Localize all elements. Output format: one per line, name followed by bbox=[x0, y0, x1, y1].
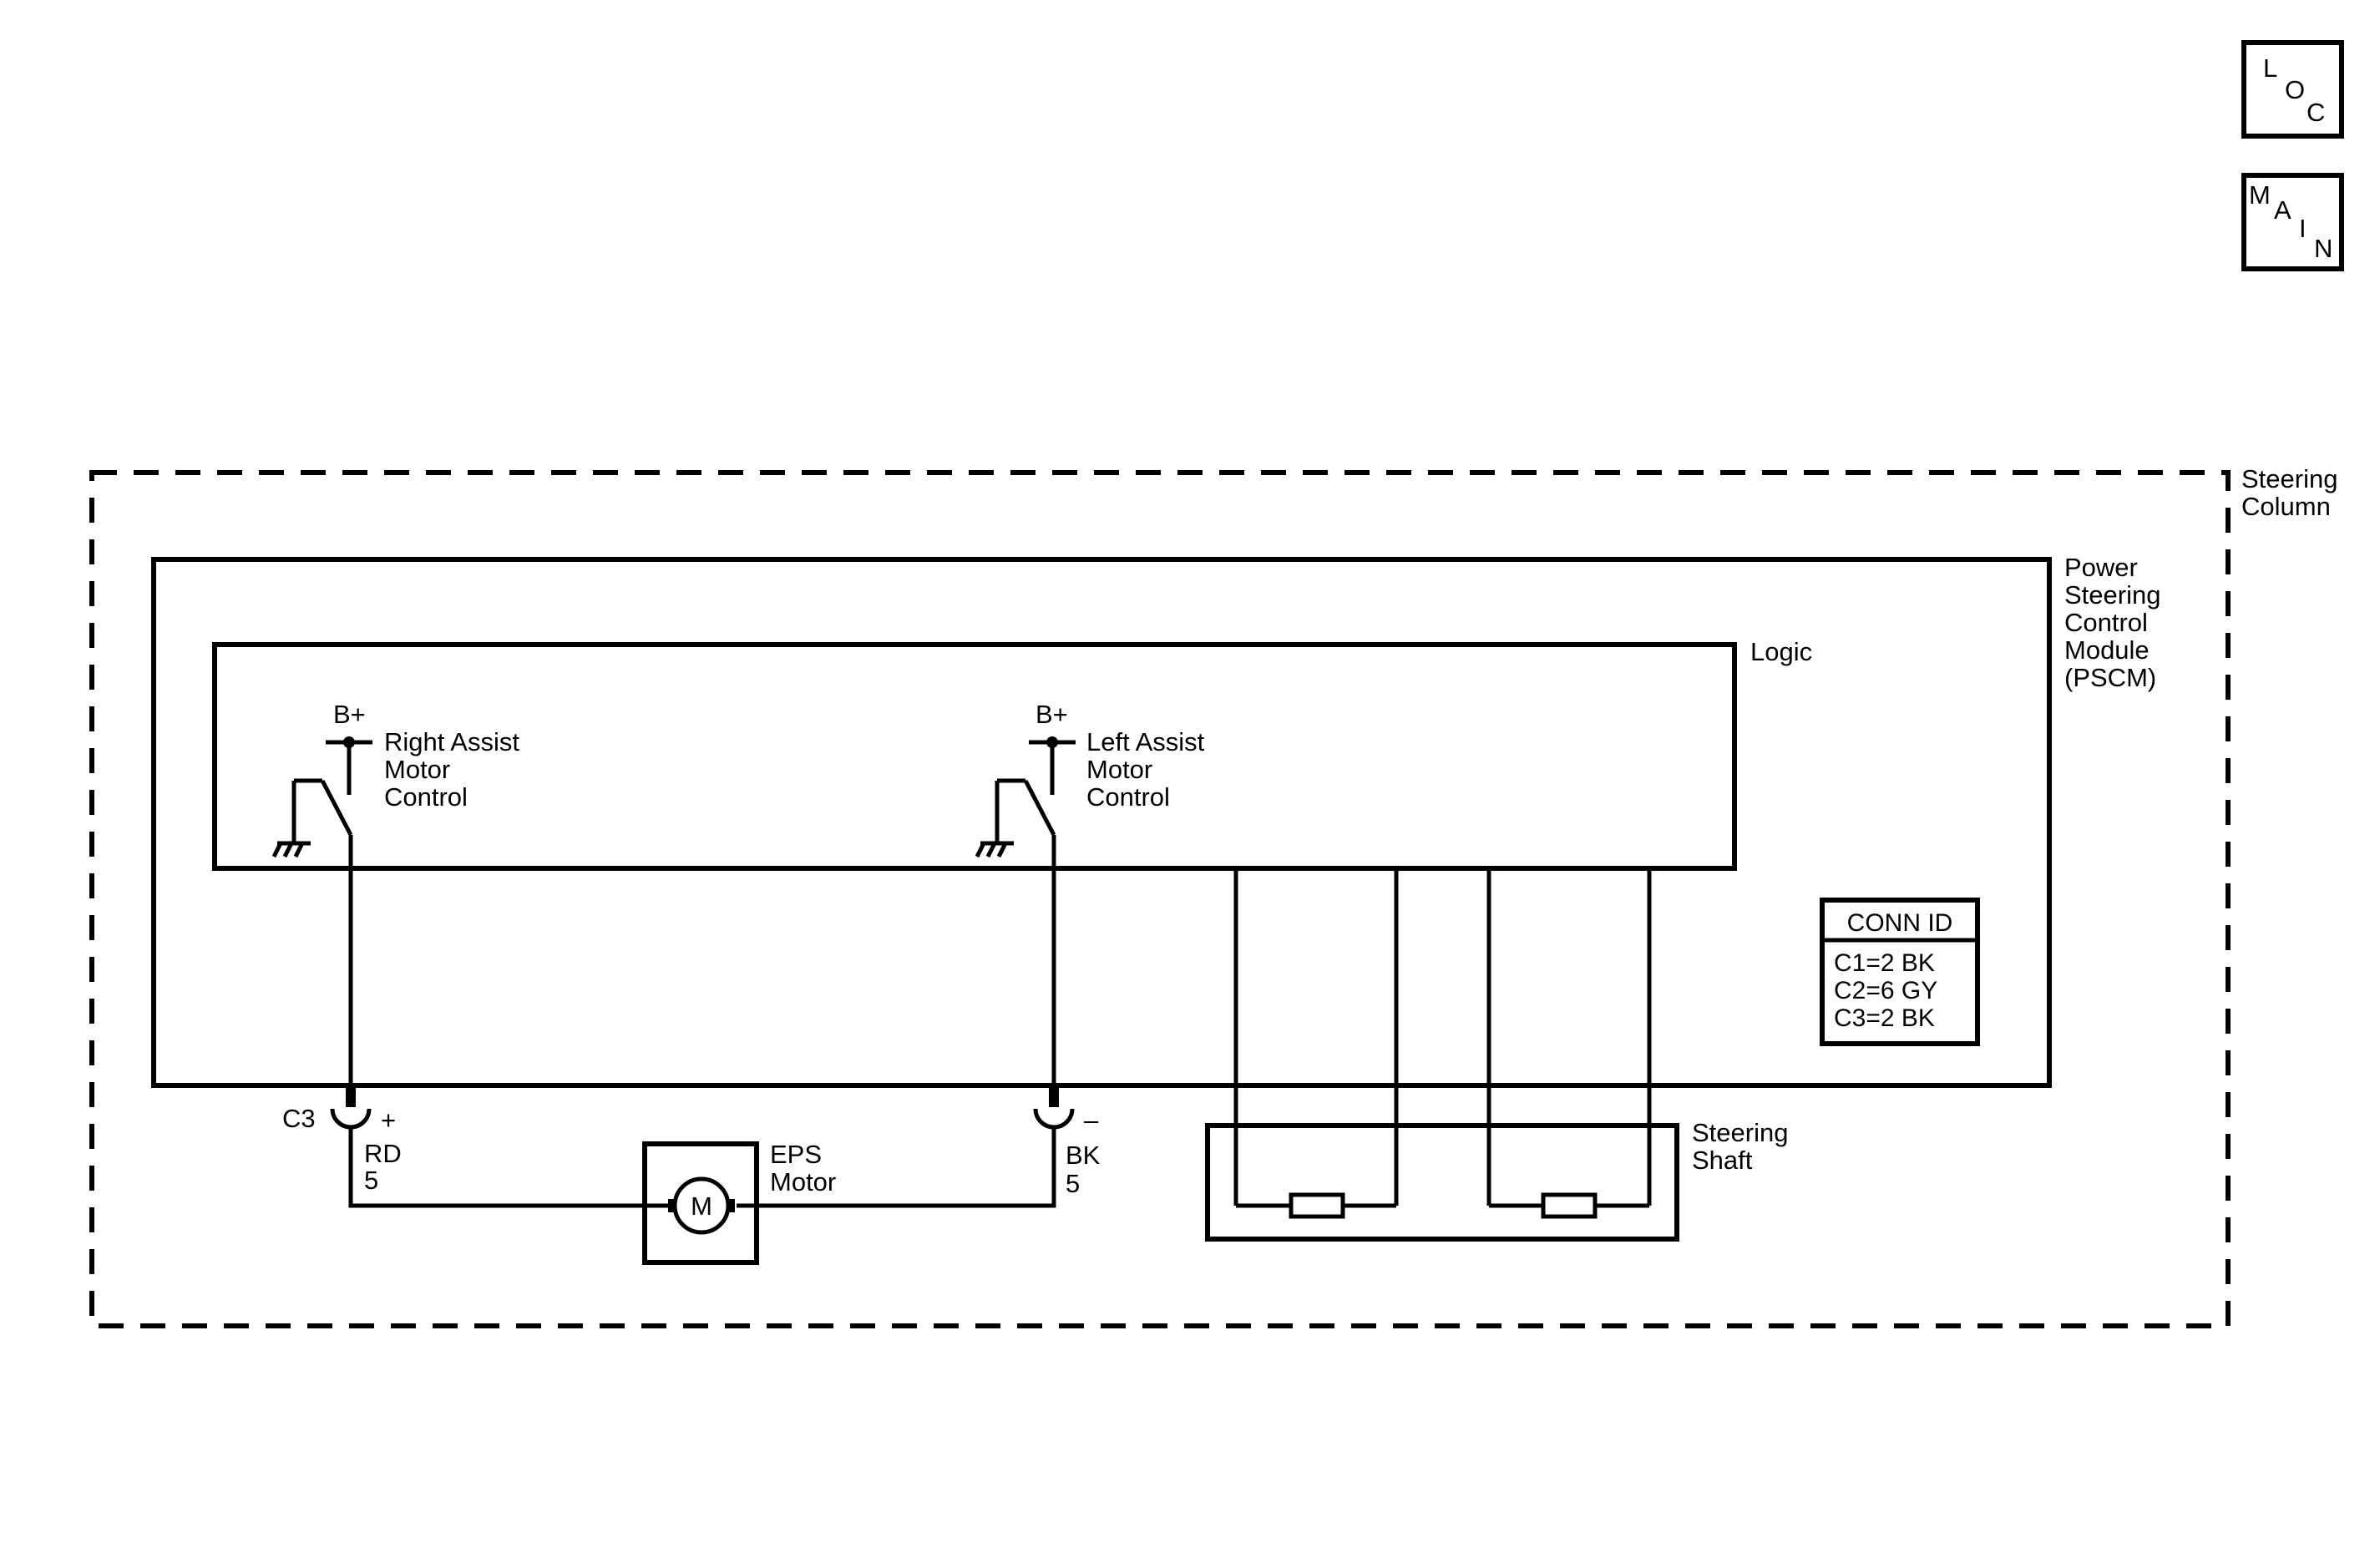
main-letter-1: M bbox=[2249, 180, 2271, 210]
main-button-frame bbox=[2241, 173, 2344, 271]
eps-motor: M bbox=[642, 1141, 759, 1265]
main-letter-3: I bbox=[2299, 214, 2307, 243]
loc-button-frame bbox=[2241, 40, 2344, 139]
right-wire-color: RD bbox=[364, 1139, 402, 1168]
eps-motor-label: EPS Motor bbox=[770, 1140, 836, 1196]
shaft-sensor-1 bbox=[1236, 1192, 1396, 1219]
loc-letter-1: L bbox=[2263, 53, 2277, 83]
logic-label: Logic bbox=[1750, 637, 1812, 666]
steering-shaft-box bbox=[1205, 1123, 1679, 1242]
left-bplus-label: B+ bbox=[1036, 700, 1068, 729]
right-pin-number: 5 bbox=[364, 1166, 378, 1195]
left-assist-switch: B+ bbox=[975, 700, 1076, 868]
right-assist-switch: B+ bbox=[271, 700, 372, 868]
loc-letter-2: O bbox=[2285, 75, 2305, 104]
conn-id-row: C1=2 BK bbox=[1834, 949, 1935, 977]
left-pin-sign: – bbox=[1084, 1105, 1099, 1135]
left-wire-color: BK bbox=[1066, 1141, 1101, 1170]
left-assist-label: Left Assist Motor Control bbox=[1086, 727, 1212, 812]
conn-id-table: CONN ID C1=2 BK C2=6 GY C3=2 BK bbox=[1820, 898, 1980, 1046]
main-letter-4: N bbox=[2314, 234, 2332, 263]
pscm-box bbox=[151, 557, 2052, 1088]
connector-c3-label: C3 bbox=[282, 1104, 316, 1133]
connector-c3-pin-right bbox=[330, 1085, 372, 1130]
right-pin-sign: + bbox=[381, 1105, 396, 1135]
shaft-sensor-2 bbox=[1489, 1192, 1649, 1219]
steering-column-boundary bbox=[89, 470, 2231, 1328]
steering-shaft-label: Steering Shaft bbox=[1692, 1118, 1795, 1175]
steering-column-label: Steering Column bbox=[2241, 464, 2345, 521]
right-bplus-label: B+ bbox=[333, 700, 366, 729]
right-assist-label: Right Assist Motor Control bbox=[384, 727, 527, 812]
main-button[interactable]: M A I N bbox=[2241, 173, 2344, 271]
bk-wire bbox=[737, 1126, 1056, 1208]
motor-symbol: M bbox=[691, 1191, 712, 1221]
conn-id-frame bbox=[1820, 898, 1980, 1046]
loc-letter-3: C bbox=[2307, 98, 2325, 127]
conn-id-row: C3=2 BK bbox=[1834, 1004, 1935, 1032]
connector-c3-pin-left bbox=[1033, 1085, 1075, 1130]
conn-id-row: C2=6 GY bbox=[1834, 977, 1937, 1004]
logic-box bbox=[212, 642, 1737, 871]
main-letter-2: A bbox=[2274, 195, 2291, 225]
pscm-label: Power Steering Control Module (PSCM) bbox=[2064, 553, 2168, 692]
loc-button[interactable]: L O C bbox=[2241, 40, 2344, 139]
left-pin-number: 5 bbox=[1066, 1169, 1080, 1198]
conn-id-header: CONN ID bbox=[1847, 909, 1953, 937]
rd-wire bbox=[348, 1126, 668, 1208]
